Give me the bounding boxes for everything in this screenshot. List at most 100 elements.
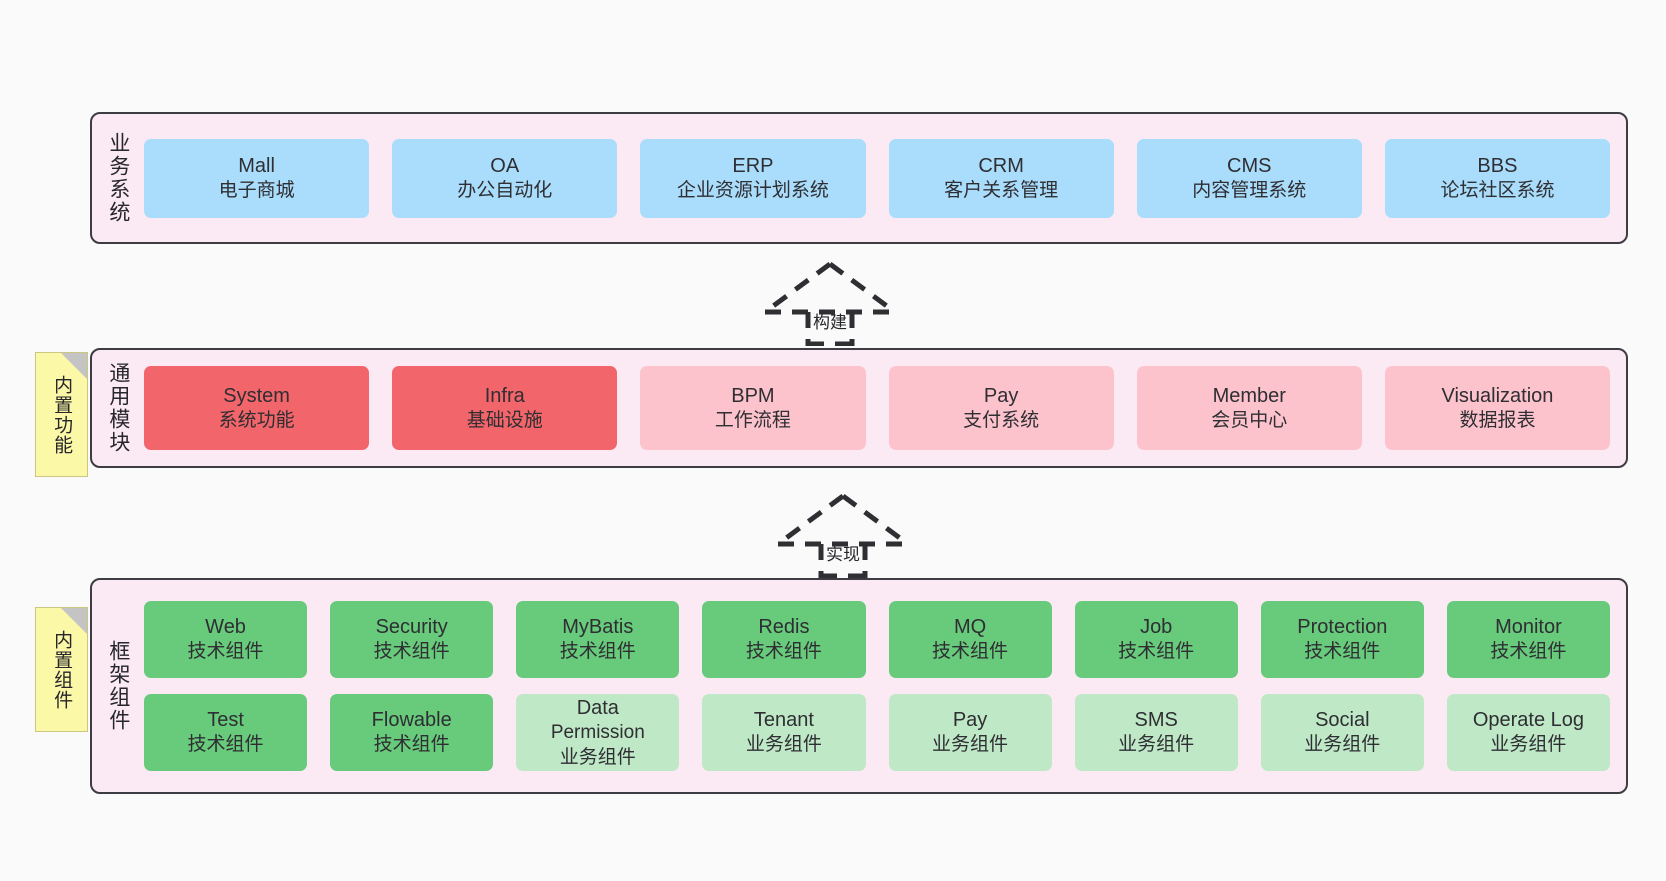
- card-visualization[interactable]: Visualization 数据报表: [1384, 366, 1611, 450]
- card-title: Pay: [983, 384, 1019, 407]
- card-erp[interactable]: ERP 企业资源计划系统: [640, 138, 866, 218]
- card-monitor[interactable]: Monitor 技术组件: [1446, 601, 1610, 678]
- card-title: Infra: [484, 384, 525, 407]
- card-subtitle: 工作流程: [714, 409, 791, 431]
- layer-business-system: 业务系统 Mall 电子商城 OA 办公自动化 ERP 企业资源计划系统 CRM…: [90, 112, 1628, 244]
- card-bbs[interactable]: BBS 论坛社区系统: [1384, 138, 1611, 218]
- note-label: 内置功能: [51, 374, 73, 455]
- card-title: Member: [1212, 384, 1286, 407]
- card-web[interactable]: Web 技术组件: [144, 601, 308, 678]
- card-redis[interactable]: Redis 技术组件: [702, 601, 866, 678]
- card-subtitle: 业务组件: [745, 734, 822, 756]
- card-title: Tenant: [753, 709, 814, 732]
- row-business-systems: Mall 电子商城 OA 办公自动化 ERP 企业资源计划系统 CRM 客户关系…: [144, 138, 1611, 218]
- card-title: CMS: [1227, 154, 1272, 177]
- layer-body-common-module: System 系统功能 Infra 基础设施 BPM 工作流程 Pay 支付系统…: [144, 350, 1626, 466]
- layer-body-business-system: Mall 电子商城 OA 办公自动化 ERP 企业资源计划系统 CRM 客户关系…: [144, 114, 1626, 242]
- row-business-components: Test 技术组件 Flowable 技术组件 Data Permission …: [144, 694, 1610, 771]
- layer-label-business-system: 业务系统: [106, 132, 130, 224]
- card-title: ERP: [732, 154, 774, 177]
- card-title: Flowable: [371, 709, 452, 732]
- card-tenant[interactable]: Tenant 业务组件: [702, 694, 866, 771]
- build-arrow-label: 构建: [813, 313, 847, 332]
- card-subtitle: 技术组件: [187, 641, 264, 663]
- card-subtitle: 论坛社区系统: [1440, 179, 1555, 201]
- card-title: Data: [576, 696, 619, 719]
- card-title-line2: Permission: [550, 721, 645, 743]
- card-title: Pay: [952, 709, 988, 732]
- layer-label-common-module: 通用模块: [106, 362, 130, 454]
- note-label: 内置组件: [51, 629, 73, 710]
- row-common-modules: System 系统功能 Infra 基础设施 BPM 工作流程 Pay 支付系统…: [144, 366, 1611, 450]
- card-subtitle: 业务组件: [1304, 734, 1381, 756]
- card-subtitle: 数据报表: [1459, 409, 1536, 431]
- card-title: Job: [1140, 616, 1173, 639]
- card-crm[interactable]: CRM 客户关系管理: [888, 138, 1114, 218]
- row-tech-components: Web 技术组件 Security 技术组件 MyBatis 技术组件 Redi…: [144, 601, 1610, 678]
- implement-arrow-label: 实现: [826, 545, 860, 564]
- card-subtitle: 技术组件: [373, 641, 450, 663]
- card-test[interactable]: Test 技术组件: [144, 694, 308, 771]
- card-subtitle: 系统功能: [218, 409, 295, 431]
- card-social[interactable]: Social 业务组件: [1260, 694, 1424, 771]
- card-title: Test: [207, 709, 244, 732]
- card-title: Security: [375, 616, 448, 639]
- implement-arrow: 实现: [768, 490, 918, 578]
- card-pay[interactable]: Pay 支付系统: [888, 366, 1114, 450]
- card-title: MyBatis: [562, 616, 634, 639]
- card-subtitle: 技术组件: [1304, 641, 1381, 663]
- layer-common-module: 通用模块 System 系统功能 Infra 基础设施 BPM 工作流程 Pay…: [90, 348, 1628, 468]
- card-title: BBS: [1477, 154, 1518, 177]
- card-oa[interactable]: OA 办公自动化: [392, 138, 618, 218]
- card-bpm[interactable]: BPM 工作流程: [640, 366, 866, 450]
- card-infra[interactable]: Infra 基础设施: [392, 366, 618, 450]
- card-subtitle: 客户关系管理: [944, 179, 1059, 201]
- card-subtitle: 业务组件: [559, 746, 636, 768]
- layer-label-framework-components: 框架组件: [106, 640, 130, 732]
- card-title: Web: [205, 616, 246, 639]
- card-subtitle: 技术组件: [932, 641, 1009, 663]
- card-title: Monitor: [1495, 616, 1562, 639]
- card-subtitle: 技术组件: [1118, 641, 1195, 663]
- card-subtitle: 电子商城: [218, 179, 295, 201]
- card-protection[interactable]: Protection 技术组件: [1260, 601, 1424, 678]
- card-subtitle: 内容管理系统: [1192, 179, 1307, 201]
- card-member[interactable]: Member 会员中心: [1136, 366, 1362, 450]
- card-title: System: [223, 384, 290, 407]
- card-subtitle: 技术组件: [559, 641, 636, 663]
- card-title: SMS: [1134, 709, 1178, 732]
- card-mq[interactable]: MQ 技术组件: [888, 601, 1052, 678]
- card-title: Protection: [1297, 616, 1388, 639]
- note-fold-corner-icon: [61, 353, 87, 379]
- card-subtitle: 支付系统: [963, 409, 1040, 431]
- card-subtitle: 会员中心: [1211, 409, 1288, 431]
- card-subtitle: 技术组件: [745, 641, 822, 663]
- card-cms[interactable]: CMS 内容管理系统: [1136, 138, 1362, 218]
- card-subtitle: 企业资源计划系统: [676, 179, 829, 201]
- card-mall[interactable]: Mall 电子商城: [144, 138, 370, 218]
- card-pay-component[interactable]: Pay 业务组件: [888, 694, 1052, 771]
- card-title: Mall: [238, 154, 275, 177]
- card-job[interactable]: Job 技术组件: [1074, 601, 1238, 678]
- layer-framework-components: 框架组件 Web 技术组件 Security 技术组件 MyBatis 技术组件…: [90, 578, 1628, 794]
- card-subtitle: 基础设施: [466, 409, 543, 431]
- card-system[interactable]: System 系统功能: [144, 366, 370, 450]
- note-builtin-components: 内置组件: [35, 607, 88, 732]
- note-builtin-features: 内置功能: [35, 352, 88, 477]
- card-title: OA: [490, 154, 520, 177]
- card-title: MQ: [953, 616, 987, 639]
- card-mybatis[interactable]: MyBatis 技术组件: [516, 601, 680, 678]
- card-subtitle: 业务组件: [932, 734, 1009, 756]
- card-security[interactable]: Security 技术组件: [330, 601, 494, 678]
- card-title: Visualization: [1441, 384, 1554, 407]
- card-flowable[interactable]: Flowable 技术组件: [330, 694, 494, 771]
- card-title: Social: [1315, 709, 1370, 732]
- card-subtitle: 业务组件: [1118, 734, 1195, 756]
- card-sms[interactable]: SMS 业务组件: [1074, 694, 1238, 771]
- card-data-permission[interactable]: Data Permission 业务组件: [516, 694, 680, 771]
- card-subtitle: 技术组件: [373, 734, 450, 756]
- card-subtitle: 技术组件: [1490, 641, 1567, 663]
- card-operate-log[interactable]: Operate Log 业务组件: [1446, 694, 1610, 771]
- card-subtitle: 技术组件: [187, 734, 264, 756]
